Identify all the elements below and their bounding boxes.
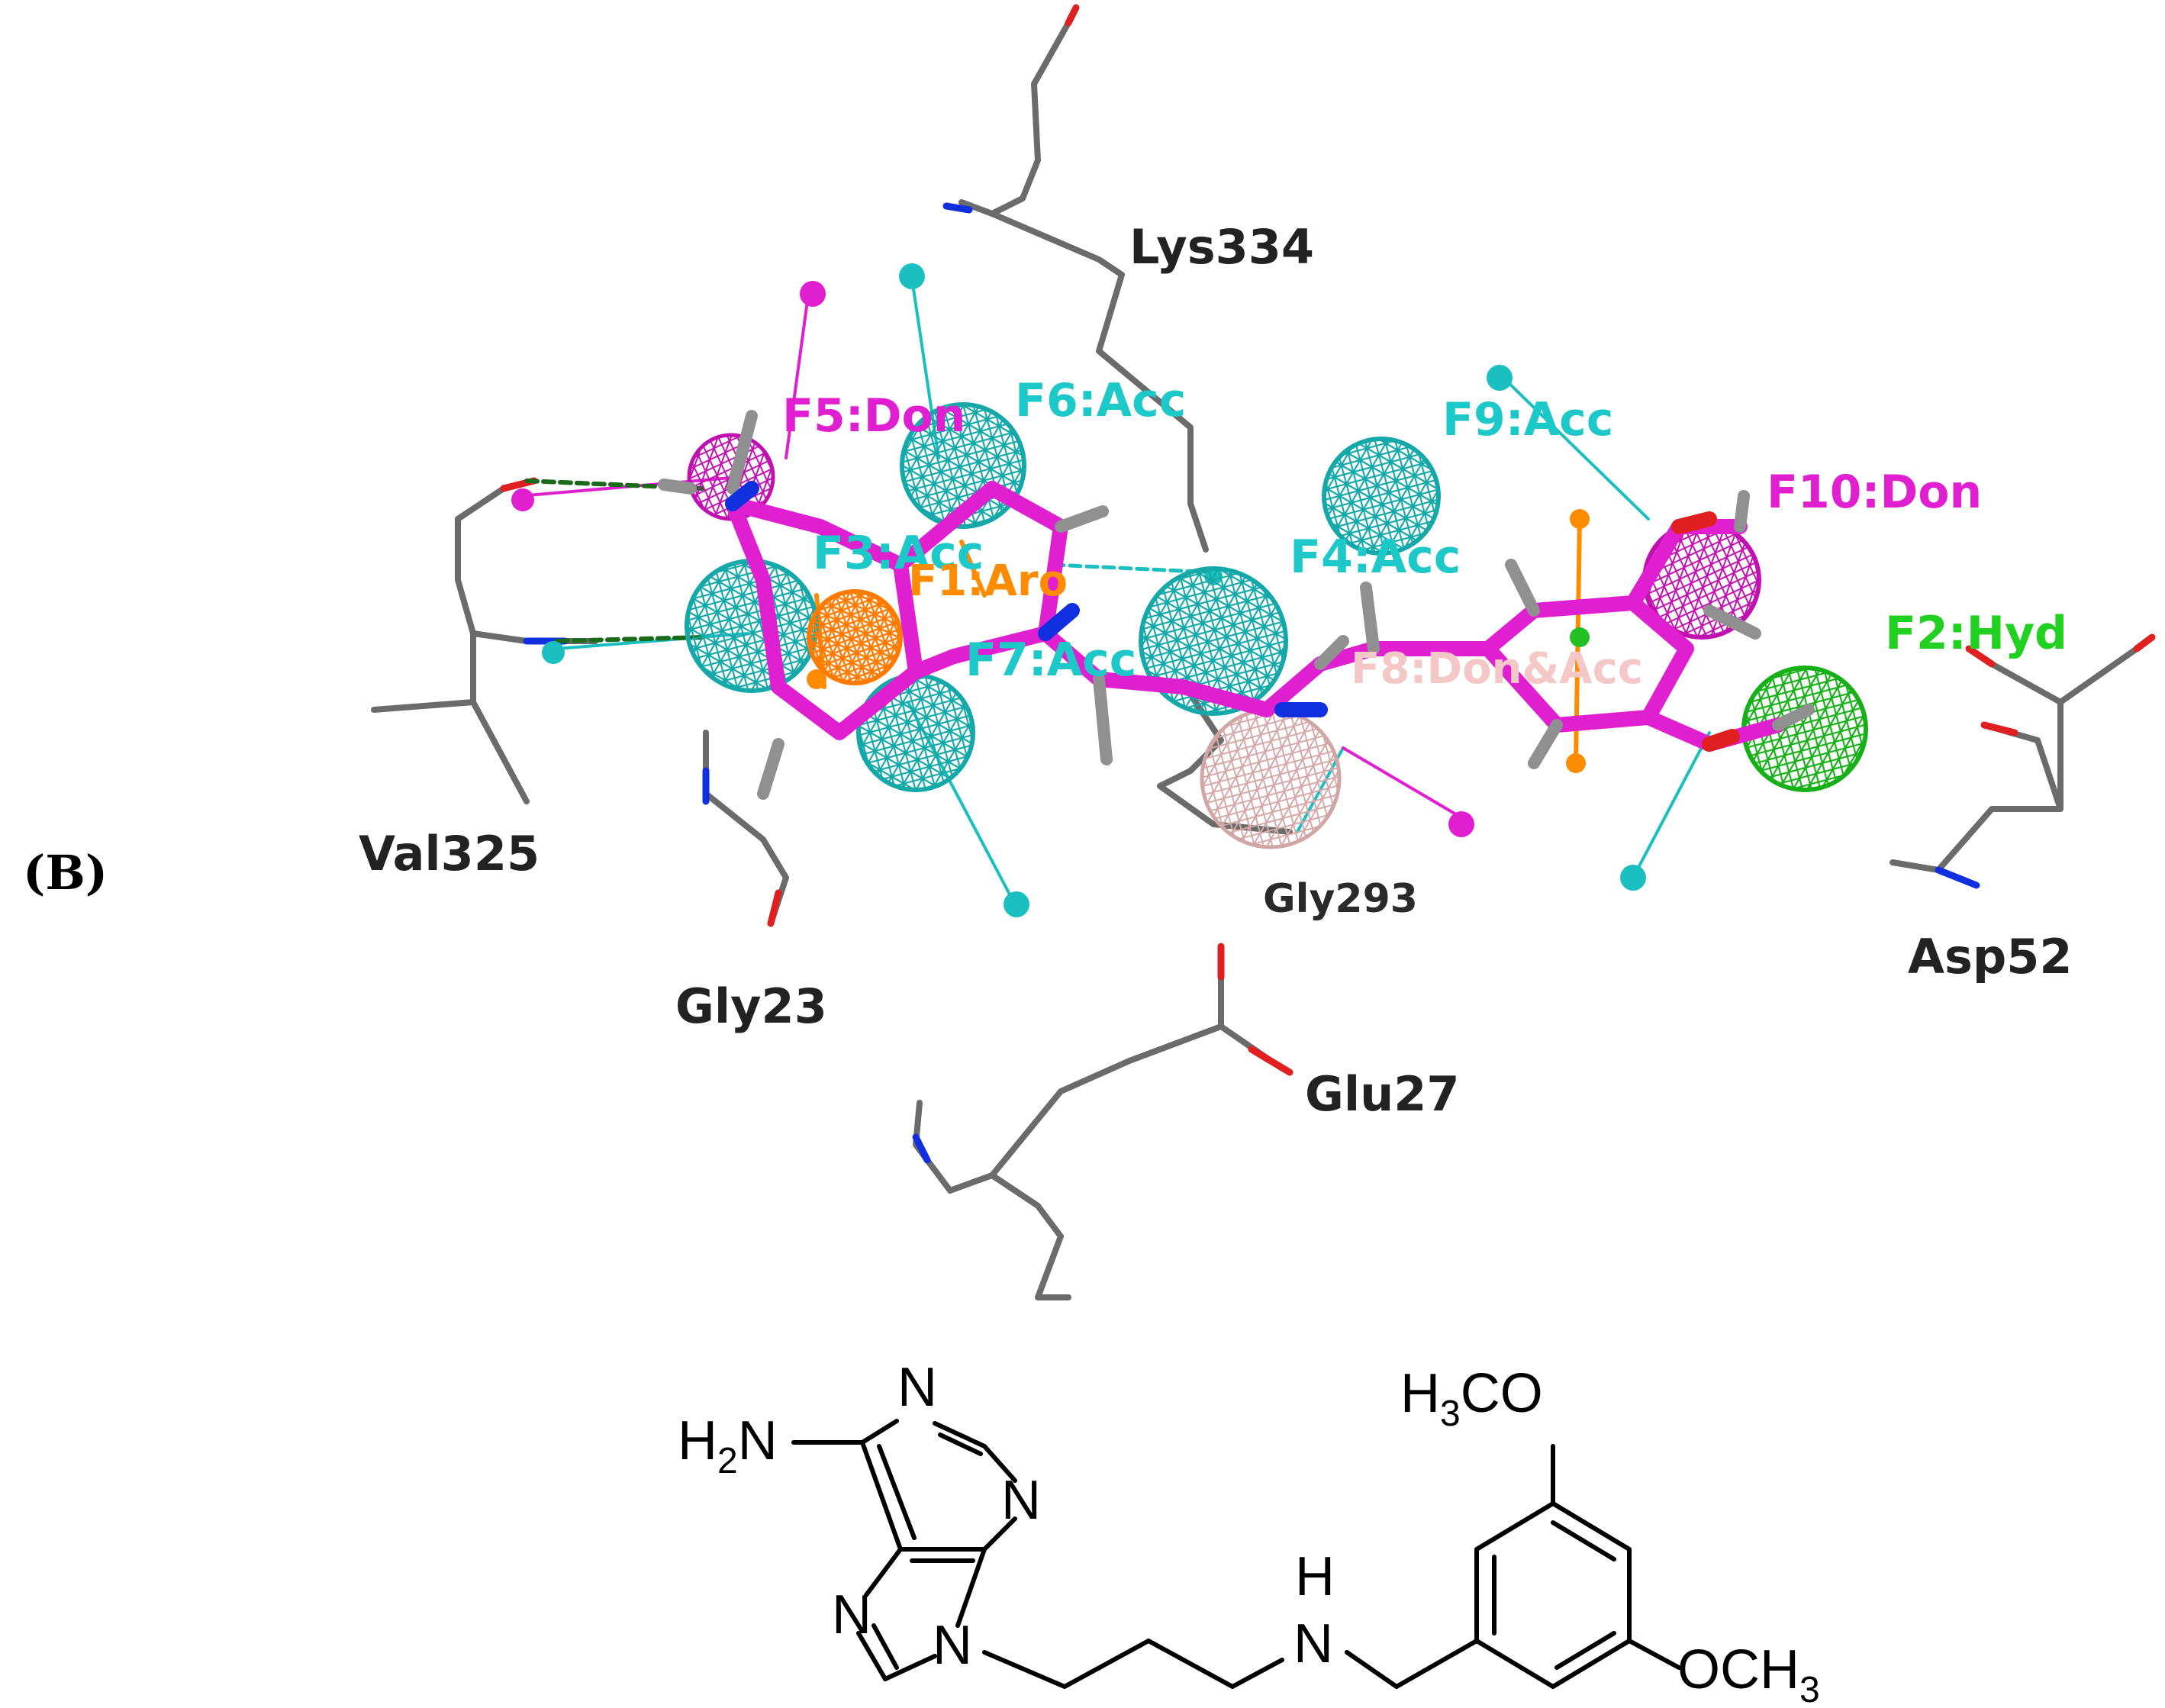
- label-f2: F2:Hyd: [1885, 607, 2067, 660]
- asp52-sticks: [1890, 646, 2140, 873]
- atom-nh-h: H: [1295, 1546, 1335, 1607]
- pharmacophore-spheres: [685, 402, 1868, 849]
- bond-c5-n7: [864, 1547, 903, 1597]
- bond-c5-c6-dbl: [877, 1444, 917, 1540]
- benzene-dbl-3: [1554, 1631, 1616, 1670]
- label-f9: F9:Acc: [1442, 393, 1613, 446]
- label-f7: F7:Acc: [965, 633, 1136, 687]
- benzene-dbl-2: [1551, 1520, 1616, 1561]
- structure-2d: H2N N N N N H N H3CO OCH3: [678, 1357, 1908, 1708]
- f8-donacc-sphere: [1200, 707, 1342, 849]
- residue-sticks: [371, 4, 2156, 1300]
- h2n-n: N: [738, 1410, 778, 1471]
- panel-label: (B): [23, 845, 108, 901]
- bond-c6-n1: [860, 1419, 899, 1445]
- feature-labels: F5:Don F6:Acc F9:Acc F10:Don F3:Acc F1:A…: [782, 374, 2067, 694]
- atom-n1: N: [897, 1357, 937, 1418]
- asp52-o1: [1965, 645, 1996, 668]
- h3co-co: CO: [1461, 1363, 1543, 1424]
- benzene-ring: [1474, 1501, 1632, 1689]
- bond-n7-c8-dbl: [871, 1623, 899, 1670]
- lys334-n: [942, 202, 973, 214]
- h3co-h: H: [1400, 1363, 1440, 1424]
- lys334-backbone: [958, 20, 1209, 553]
- bond-n1-c2: [933, 1421, 987, 1449]
- asp52-o2: [2133, 633, 2156, 653]
- svg-text:H2N: H2N: [678, 1410, 778, 1481]
- bond-c8-n9: [883, 1654, 937, 1681]
- svg-text:H3CO: H3CO: [1400, 1363, 1543, 1434]
- label-f1: F1:Aro: [908, 556, 1068, 606]
- label-lys334: Lys334: [1129, 219, 1314, 275]
- glu27-o2: [1248, 1046, 1294, 1076]
- label-val325: Val325: [359, 826, 540, 881]
- lys334-o: [1065, 4, 1080, 27]
- bond-chain: [982, 1639, 1284, 1689]
- och3-text: OCH: [1677, 1639, 1799, 1700]
- label-glu27: Glu27: [1305, 1066, 1460, 1122]
- label-f5: F5:Don: [782, 389, 965, 443]
- bond-n7-c8: [856, 1631, 888, 1681]
- label-f10: F10:Don: [1767, 466, 1982, 519]
- label-f6: F6:Acc: [1015, 374, 1186, 427]
- bond-n9-c4: [955, 1547, 987, 1628]
- bond-ome-bottom: [1627, 1639, 1681, 1670]
- label-f3: F3:Acc: [813, 527, 984, 580]
- svg-text:OCH3: OCH3: [1677, 1639, 1820, 1708]
- atom-n9: N: [933, 1615, 972, 1676]
- val325-sticks: [371, 485, 598, 804]
- residue-labels: Lys334 Val325 Gly23 Gly293 Glu27 Asp52: [359, 219, 2073, 1122]
- label-f4: F4:Acc: [1290, 530, 1461, 584]
- label-f8: F8:Don&Acc: [1351, 644, 1643, 694]
- bond-c2-n3: [982, 1444, 1017, 1483]
- f1-aromatic-sphere: [807, 589, 903, 685]
- ligand-hydrogens: [658, 410, 1815, 800]
- f4-acceptor-sphere: [1139, 566, 1288, 716]
- atom-n7: N: [832, 1584, 871, 1645]
- f3-acceptor-sphere: [685, 559, 819, 693]
- h2n-h: H: [678, 1410, 717, 1471]
- label-gly23: Gly23: [675, 978, 827, 1034]
- label-gly293: Gly293: [1263, 876, 1418, 922]
- f9-acceptor-sphere: [1322, 437, 1441, 556]
- bond-c5-c6: [860, 1440, 903, 1552]
- h2n-sub: 2: [717, 1441, 738, 1481]
- atom-nh-n: N: [1294, 1613, 1333, 1674]
- asp52-n: [1935, 866, 1980, 889]
- glu27-sticks: [913, 943, 1285, 1300]
- ligand-heteroatoms: [725, 481, 1740, 752]
- bond-nh-ch2: [1345, 1639, 1479, 1689]
- gly23-o: [767, 889, 782, 927]
- f7-acceptor-sphere: [856, 673, 975, 792]
- och3-sub: 3: [1799, 1670, 1820, 1708]
- asp52-o3: [1980, 721, 2018, 736]
- glu27-n: [912, 1133, 931, 1164]
- label-asp52: Asp52: [1908, 929, 2073, 985]
- h3co-sub: 3: [1440, 1394, 1461, 1434]
- bond-n3-c4: [982, 1516, 1017, 1552]
- interaction-endpoints: [511, 263, 1646, 917]
- bond-n1-c2-dbl: [938, 1432, 983, 1456]
- atom-n3: N: [1001, 1470, 1041, 1531]
